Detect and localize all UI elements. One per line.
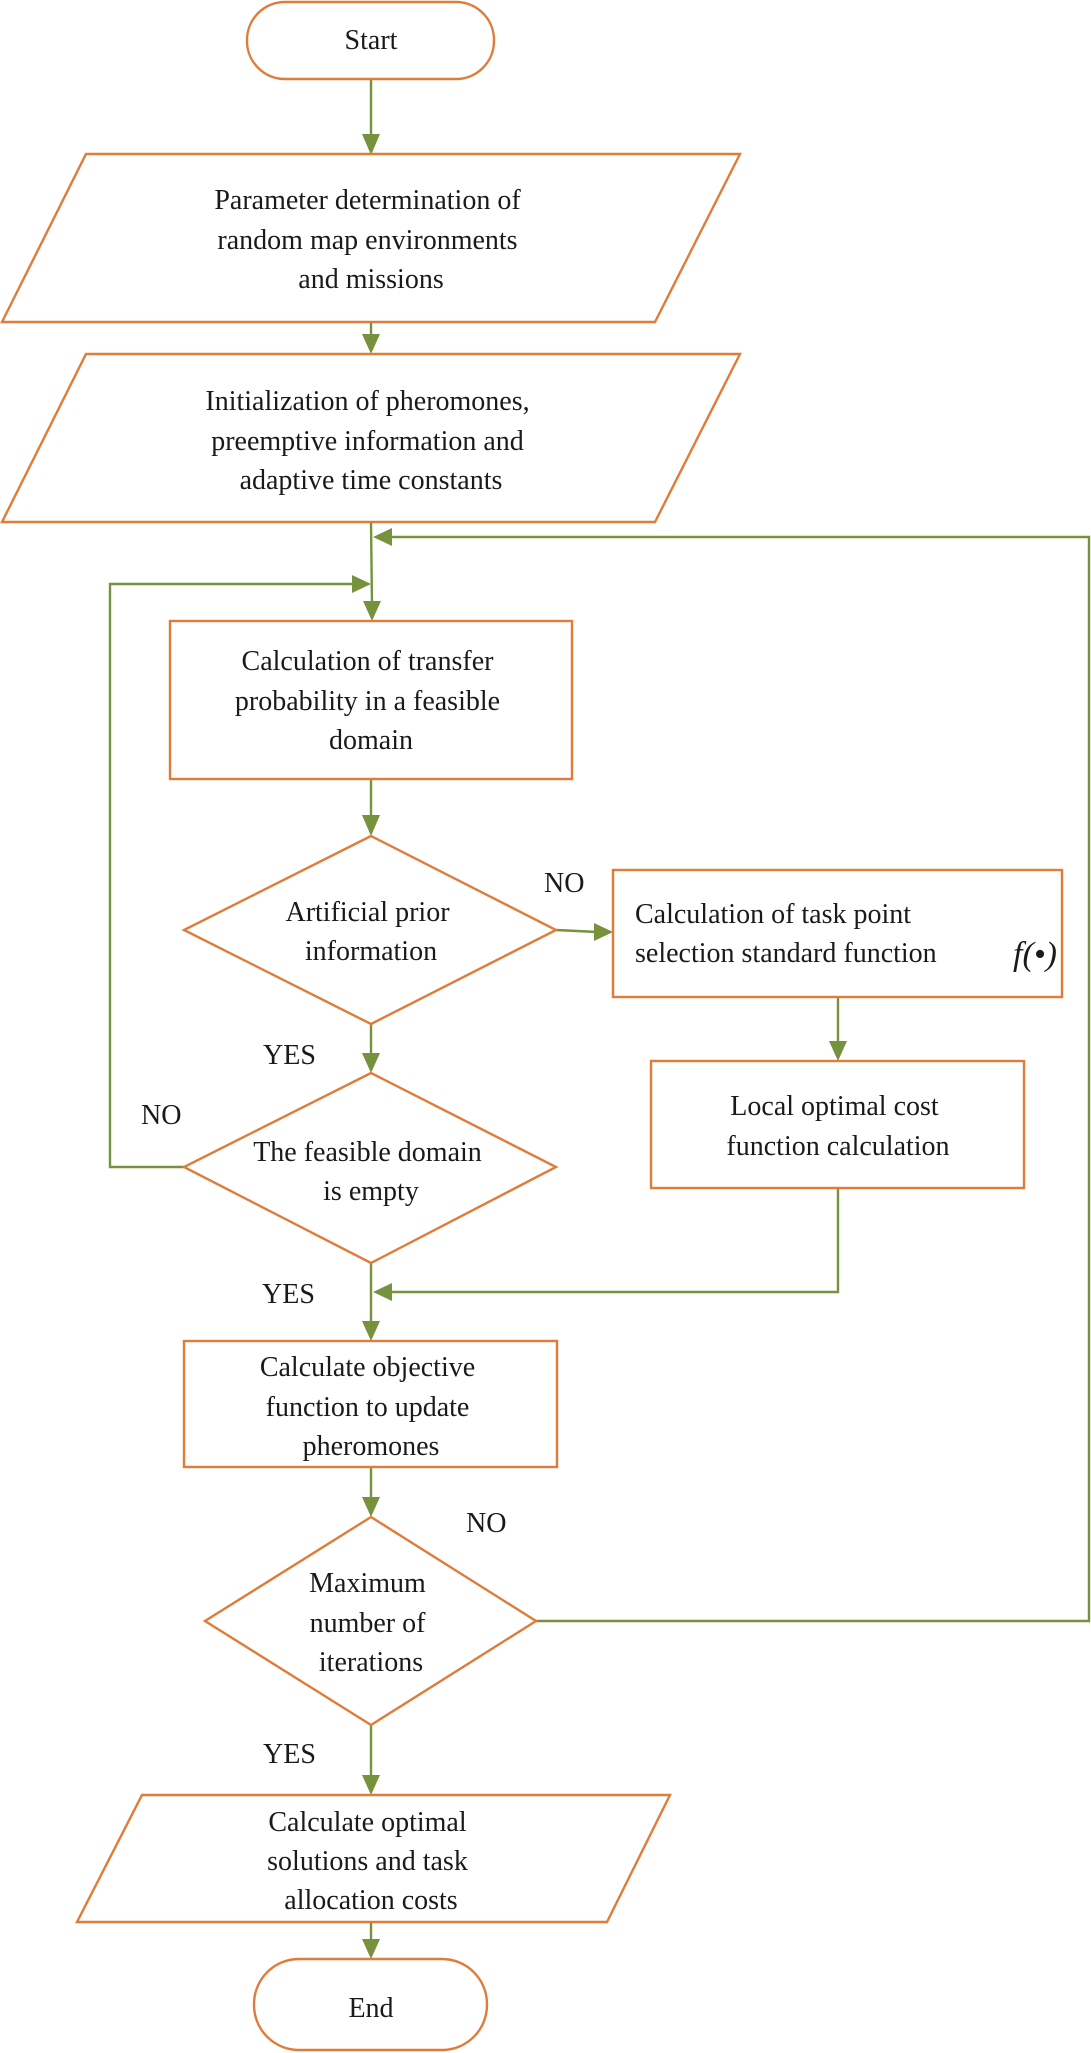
feasible-domain-empty-shape (181, 1071, 559, 1265)
artificial-prior-shape (181, 834, 559, 1026)
connector-iterations-no-loop (388, 535, 1091, 1623)
arrowhead-down-icon (362, 815, 380, 836)
param-determination-label: Parameter determination of random map en… (214, 185, 527, 295)
connector-local-to-merge (388, 1188, 840, 1294)
arrowhead-down-icon (362, 1775, 380, 1795)
edge-label-iterations-yes: YES (263, 1739, 316, 1770)
arrowhead-down-icon (362, 1497, 380, 1517)
max-iterations-label: Maximum number of iterations (309, 1568, 433, 1678)
transfer-probability-label: Calculation of transfer probability in a… (235, 646, 507, 756)
edge-label-prior-yes: YES (263, 1040, 316, 1071)
connector-prior-no (555, 928, 599, 934)
arrowhead-down-icon (829, 1041, 847, 1061)
function-symbol: f(•) (1013, 936, 1057, 973)
transfer-probability-shape (168, 619, 574, 781)
arrowhead-down-icon (362, 1321, 380, 1341)
task-point-selection-node[interactable]: Calculation of task point selection stan… (611, 868, 1064, 999)
local-optimal-cost-node[interactable]: Local optimal cost function calculation (649, 1059, 1026, 1190)
max-iterations-shape (202, 1515, 539, 1727)
start-shape (245, 0, 496, 81)
local-optimal-cost-shape (649, 1059, 1026, 1190)
objective-function-shape (182, 1339, 559, 1469)
connectors (108, 79, 1091, 1959)
objective-function-label: Calculate objective function to update p… (260, 1352, 482, 1462)
artificial-prior-decision[interactable]: Artificial prior information (181, 834, 559, 1026)
end-shape (252, 1957, 489, 2052)
end-terminator[interactable]: End (252, 1957, 489, 2052)
task-point-selection-label: Calculation of task point selection stan… (635, 899, 937, 969)
edge-label-iterations-no: NO (466, 1508, 506, 1539)
start-terminator[interactable]: Start (245, 0, 496, 81)
initialization-label: Initialization of pheromones, preemptive… (205, 386, 536, 496)
optimal-solutions-label: Calculate optimal solutions and task all… (267, 1807, 475, 1916)
optimal-solutions-node[interactable]: Calculate optimal solutions and task all… (75, 1793, 672, 1924)
param-determination-shape (0, 152, 742, 324)
transfer-probability-node[interactable]: Calculation of transfer probability in a… (168, 619, 574, 781)
arrowhead-left-icon (373, 1283, 392, 1301)
initialization-node[interactable]: Initialization of pheromones, preemptive… (0, 352, 742, 524)
start-label: Start (345, 25, 398, 56)
arrowhead-right-icon (594, 923, 613, 941)
arrowhead-left-icon (373, 528, 392, 546)
edge-label-empty-yes: YES (262, 1279, 315, 1310)
optimal-solutions-shape (75, 1793, 672, 1924)
param-determination-node[interactable]: Parameter determination of random map en… (0, 152, 742, 324)
connector-empty-no-loop (108, 582, 355, 1169)
arrowhead-right-icon (352, 575, 371, 593)
arrowhead-down-icon (363, 601, 381, 621)
local-optimal-cost-label: Local optimal cost function calculation (726, 1091, 949, 1162)
arrowhead-down-icon (362, 334, 380, 354)
edge-label-prior-no: NO (544, 868, 584, 899)
end-label: End (348, 1993, 393, 2024)
edge-label-empty-no: NO (141, 1100, 181, 1131)
task-point-selection-shape (611, 868, 1064, 999)
arrowhead-down-icon (362, 1053, 380, 1073)
artificial-prior-label: Artificial prior information (285, 897, 456, 967)
objective-function-node[interactable]: Calculate objective function to update p… (182, 1339, 559, 1469)
feasible-domain-empty-label: The feasible domain is empty (253, 1137, 489, 1207)
max-iterations-decision[interactable]: Maximum number of iterations (202, 1515, 539, 1727)
arrowhead-down-icon (362, 1939, 380, 1959)
arrowhead-down-icon (362, 134, 380, 155)
initialization-shape (0, 352, 742, 524)
connector-init-to-transfer (369, 521, 374, 607)
edge-labels: NO YES NO YES NO YES (141, 868, 584, 1770)
feasible-domain-empty-decision[interactable]: The feasible domain is empty (181, 1071, 559, 1265)
